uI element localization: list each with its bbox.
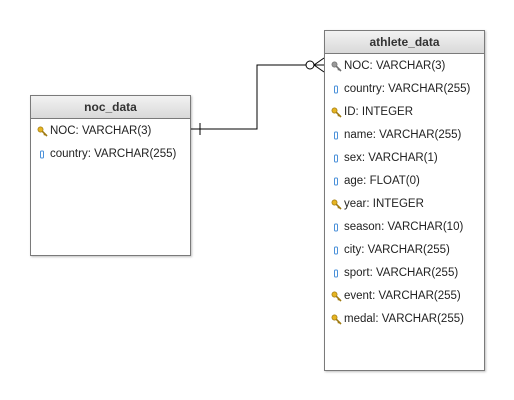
field-label: season: VARCHAR(10) [344, 221, 464, 233]
table-title[interactable]: noc_data [31, 96, 190, 119]
field-label: year: INTEGER [344, 198, 424, 210]
field-row[interactable]: season: VARCHAR(10) [325, 216, 484, 239]
field-label: ID: INTEGER [344, 106, 414, 118]
field-icon [331, 153, 342, 164]
field-row[interactable]: sport: VARCHAR(255) [325, 262, 484, 285]
field-icon [37, 149, 48, 160]
key-icon [331, 199, 342, 210]
field-row[interactable]: city: VARCHAR(255) [325, 239, 484, 262]
field-label: country: VARCHAR(255) [50, 148, 177, 160]
key-icon [331, 314, 342, 325]
field-row[interactable]: age: FLOAT(0) [325, 170, 484, 193]
field-icon [331, 245, 342, 256]
field-row[interactable]: event: VARCHAR(255) [325, 285, 484, 308]
field-icon [331, 176, 342, 187]
noc-data-table[interactable]: noc_data NOC: VARCHAR(3) country: VARCHAR… [30, 95, 191, 256]
key-icon [37, 126, 48, 137]
field-label: sex: VARCHAR(1) [344, 152, 438, 164]
foreign-key-icon [331, 61, 342, 72]
field-label: age: FLOAT(0) [344, 175, 420, 187]
field-icon [331, 130, 342, 141]
field-list: NOC: VARCHAR(3) country: VARCHAR(255) ID: … [325, 54, 484, 331]
crows-foot-zero-many-mark [305, 57, 325, 73]
relationship-line [191, 64, 324, 130]
field-label: name: VARCHAR(255) [344, 129, 462, 141]
field-row[interactable]: NOC: VARCHAR(3) [325, 55, 484, 78]
field-label: medal: VARCHAR(255) [344, 313, 464, 325]
field-row[interactable]: country: VARCHAR(255) [325, 78, 484, 101]
field-list: NOC: VARCHAR(3) country: VARCHAR(255) [31, 119, 190, 166]
field-label: NOC: VARCHAR(3) [344, 60, 446, 72]
field-icon [331, 268, 342, 279]
field-row[interactable]: year: INTEGER [325, 193, 484, 216]
table-title[interactable]: athlete_data [325, 31, 484, 54]
field-icon [331, 84, 342, 95]
field-row[interactable]: medal: VARCHAR(255) [325, 308, 484, 331]
field-row[interactable]: NOC: VARCHAR(3) [31, 120, 190, 143]
field-row[interactable]: ID: INTEGER [325, 101, 484, 124]
field-row[interactable]: sex: VARCHAR(1) [325, 147, 484, 170]
key-icon [331, 107, 342, 118]
field-label: sport: VARCHAR(255) [344, 267, 459, 279]
athlete-data-table[interactable]: athlete_data NOC: VARCHAR(3) country: VAR… [324, 30, 485, 371]
field-label: event: VARCHAR(255) [344, 290, 461, 302]
field-icon [331, 222, 342, 233]
field-label: country: VARCHAR(255) [344, 83, 471, 95]
field-row[interactable]: country: VARCHAR(255) [31, 143, 190, 166]
field-row[interactable]: name: VARCHAR(255) [325, 124, 484, 147]
key-icon [331, 291, 342, 302]
field-label: NOC: VARCHAR(3) [50, 125, 152, 137]
field-label: city: VARCHAR(255) [344, 244, 450, 256]
